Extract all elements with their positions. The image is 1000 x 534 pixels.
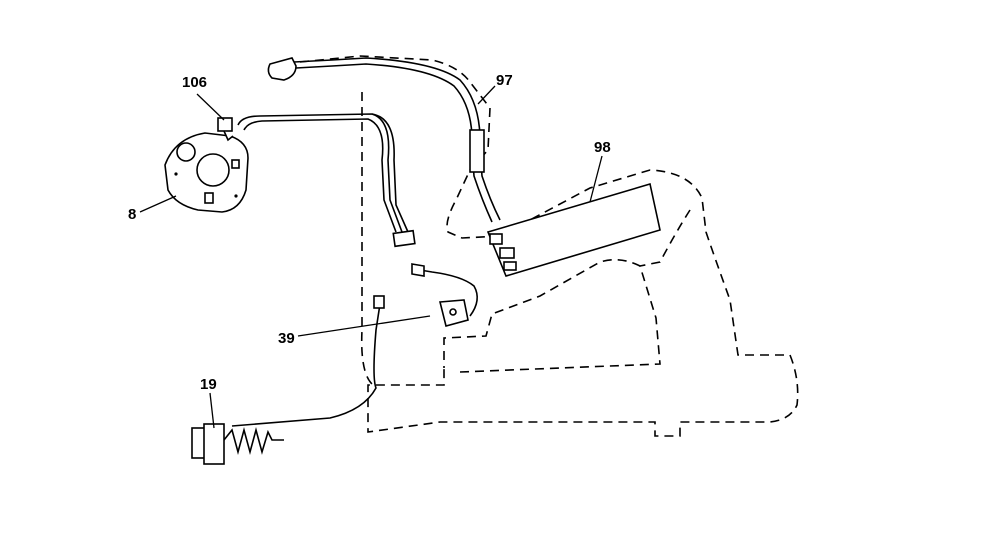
callout-19: 19	[200, 376, 217, 393]
kill-switch	[411, 263, 478, 327]
leader-lines	[139, 85, 603, 429]
callout-97: 97	[496, 72, 513, 89]
plate-hole-small	[176, 142, 196, 162]
ignition-lead	[267, 57, 501, 223]
callout-8: 8	[128, 206, 136, 223]
callout-106: 106	[182, 74, 207, 91]
terminal-clip	[217, 117, 234, 142]
callout-98: 98	[594, 139, 611, 156]
spring-lead-connector	[373, 295, 385, 309]
plate-wire-harness	[237, 113, 416, 248]
breaker-plate	[164, 132, 249, 213]
lead-sleeve	[469, 129, 485, 173]
harness-connector	[392, 229, 416, 248]
plate-hole-large	[196, 153, 230, 187]
housing-phantom-outline	[299, 55, 799, 437]
plate-tab	[231, 159, 240, 169]
plate-slot	[204, 192, 214, 204]
callout-39: 39	[278, 330, 295, 347]
ignition-module	[486, 182, 661, 277]
spring-terminal	[191, 295, 385, 465]
